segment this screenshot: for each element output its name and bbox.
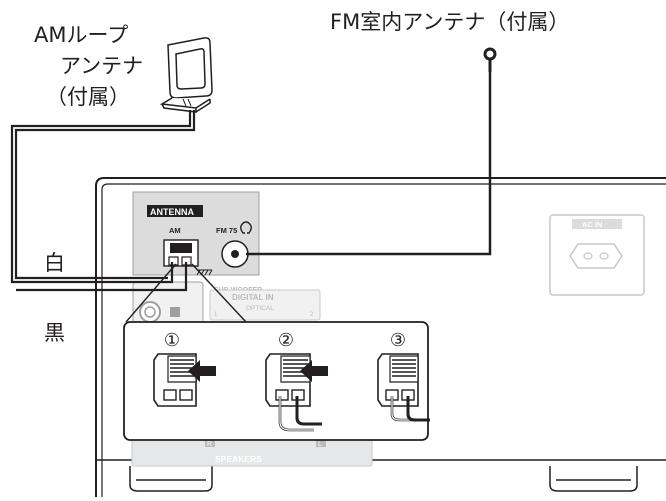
- ohm-icon: [240, 221, 252, 234]
- step-3-marker: ③: [390, 330, 406, 350]
- am-antenna-label-line2: アンテナ: [60, 54, 144, 78]
- ac-in-panel: AC IN: [549, 214, 645, 296]
- digital-in-1-label: 1: [214, 312, 218, 318]
- ground-icon: [196, 269, 213, 276]
- receiver-feet: [129, 466, 638, 492]
- step-2-wires: [278, 396, 322, 432]
- am-label: AM: [169, 226, 181, 235]
- digital-in-2-label: 2: [310, 312, 314, 318]
- optical-label: OPTICAL: [246, 305, 274, 312]
- digital-in-label: DIGITAL IN: [232, 293, 274, 302]
- antenna-title: ANTENNA: [150, 207, 194, 217]
- am-antenna-label-line3: （付属）: [46, 85, 130, 109]
- am-loop-antenna-icon: [159, 37, 213, 113]
- press-arrow-1-icon: [188, 360, 216, 382]
- fm-75-label: FM 75: [216, 226, 237, 235]
- step-3-terminal: [377, 353, 430, 422]
- step-3-wires: [390, 396, 430, 422]
- fm-antenna-tip-icon: [483, 47, 497, 61]
- speaker-l-label: L: [318, 441, 322, 448]
- am-antenna-cable: [10, 110, 196, 292]
- fm-antenna-label: FM室内アンテナ（付属）: [330, 10, 570, 34]
- zoom-lines: [125, 263, 247, 323]
- step-2-marker: ②: [278, 330, 294, 350]
- white-wire-label: 白: [44, 251, 65, 275]
- speakers-label: SPEAKERS: [215, 454, 262, 464]
- speaker-r-label: R: [207, 441, 212, 448]
- fm-antenna: [246, 47, 497, 256]
- rear-panel-background: SUB WOOFER DIGITAL IN OPTICAL 1 2 SPEAKE…: [131, 281, 373, 467]
- antenna-panel: ANTENNA AM FM 75: [132, 191, 260, 276]
- step-1-terminal: [153, 353, 216, 407]
- ac-in-label: AC IN: [582, 220, 602, 229]
- step-2-terminal: [265, 353, 328, 432]
- black-wire-label: 黒: [44, 321, 65, 345]
- press-arrow-2-icon: [300, 360, 328, 382]
- ac-inlet: [569, 243, 623, 269]
- step-markers: ① ② ③: [164, 330, 406, 350]
- step-1-marker: ①: [164, 330, 180, 350]
- am-antenna-label-line1: AMループ: [34, 23, 129, 47]
